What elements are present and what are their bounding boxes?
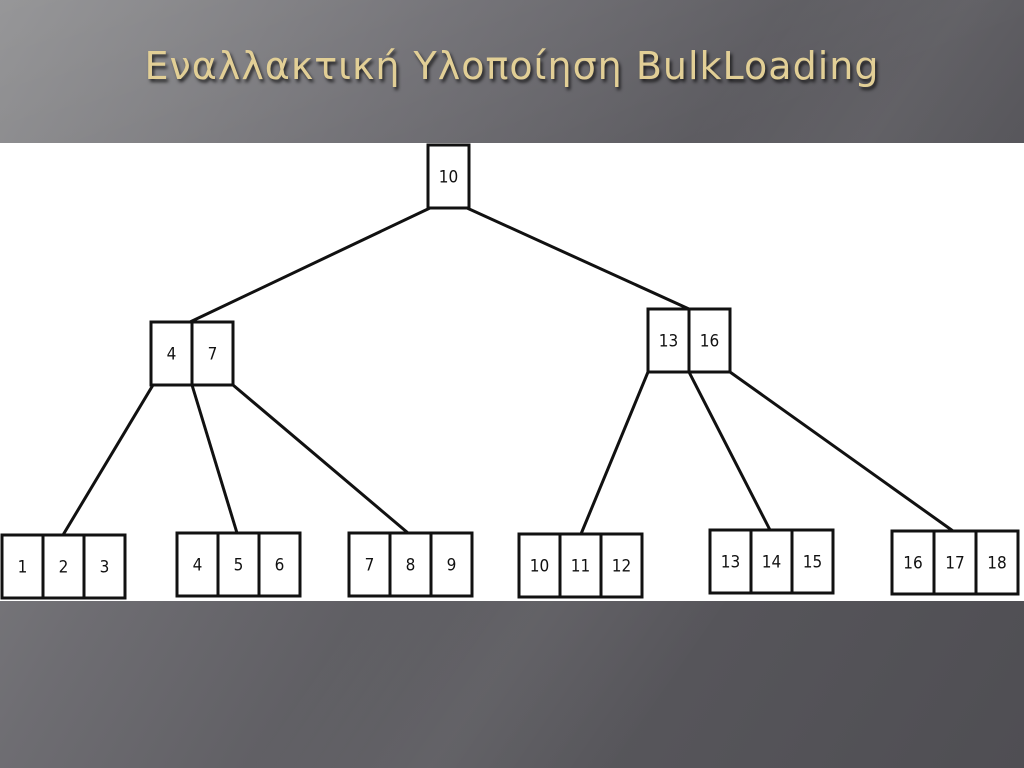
leaf-node-2: 7 8 9 (347, 531, 474, 598)
internal-node-1-cell (646, 307, 691, 374)
slide-title: Εναλλακτική Υλοποίηση BulkLoading (144, 44, 880, 88)
leaf-node-5-key: 18 (987, 554, 1006, 574)
leaf-node-4: 13 14 15 (708, 528, 835, 595)
leaf-node-4-cell (708, 528, 753, 595)
edge-internal-left-1 (190, 384, 239, 534)
leaf-node-3-cell (517, 532, 562, 599)
leaf-node-1-cell (216, 531, 261, 598)
internal-node-1: 13 16 (646, 307, 732, 374)
leaf-node-1-key: 5 (234, 556, 244, 576)
leaf-node-3: 10 11 12 (517, 532, 644, 599)
edge-root-left (189, 206, 431, 324)
leaf-node-4-key: 15 (803, 553, 822, 573)
internal-node-1-cell (687, 307, 732, 374)
edge-internal-right-0 (579, 371, 650, 535)
internal-node-0-cell (149, 320, 194, 387)
internal-node-1-key: 13 (659, 332, 678, 352)
leaf-node-0-key: 2 (59, 558, 69, 578)
internal-node-0-key: 7 (208, 345, 218, 365)
leaf-node-1-key: 6 (275, 556, 285, 576)
leaf-node-5-cell (974, 529, 1020, 596)
edge-internal-left-2 (232, 383, 409, 535)
edge-internal-right-2 (729, 370, 954, 533)
leaf-node-4-cell (749, 528, 794, 595)
leaf-node-5-cell (890, 529, 936, 596)
root-node: 10 (426, 143, 471, 210)
leaf-node-2-key: 8 (406, 556, 416, 576)
leaf-node-3-key: 10 (530, 557, 549, 577)
internal-node-0-cell (190, 320, 235, 387)
leaf-node-5: 16 17 18 (890, 529, 1020, 596)
leaf-node-0: 1 2 3 (0, 533, 127, 600)
leaf-node-4-key: 14 (762, 553, 781, 573)
leaf-node-1-cell (257, 531, 302, 598)
leaf-node-3-cell (599, 532, 644, 599)
leaf-node-0-key: 1 (18, 558, 28, 578)
leaf-node-4-cell (790, 528, 835, 595)
leaf-node-5-key: 16 (903, 554, 922, 574)
leaf-node-4-key: 13 (721, 553, 740, 573)
leaf-node-0-cell (0, 533, 45, 600)
leaf-node-3-key: 12 (612, 557, 631, 577)
internal-node-1-key: 16 (700, 332, 719, 352)
leaf-node-2-cell (347, 531, 392, 598)
internal-node-0-key: 4 (167, 345, 177, 365)
leaf-node-0-cell (82, 533, 127, 600)
leaf-node-1: 4 5 6 (175, 531, 302, 598)
edge-root-right (466, 206, 690, 311)
leaf-node-2-key: 7 (365, 556, 375, 576)
leaf-node-5-cell (932, 529, 978, 596)
leaf-node-1-key: 4 (193, 556, 203, 576)
leaf-node-2-key: 9 (447, 556, 457, 576)
root-node-key: 10 (439, 168, 458, 188)
root-node-cell (426, 143, 471, 210)
leaf-node-3-key: 11 (571, 557, 590, 577)
edge-internal-left-0 (61, 384, 155, 536)
leaf-node-2-cell (388, 531, 433, 598)
leaf-node-0-key: 3 (100, 558, 110, 578)
leaf-node-5-key: 17 (945, 554, 964, 574)
edge-internal-right-1 (687, 371, 772, 531)
leaf-node-3-cell (558, 532, 603, 599)
leaf-node-2-cell (429, 531, 474, 598)
